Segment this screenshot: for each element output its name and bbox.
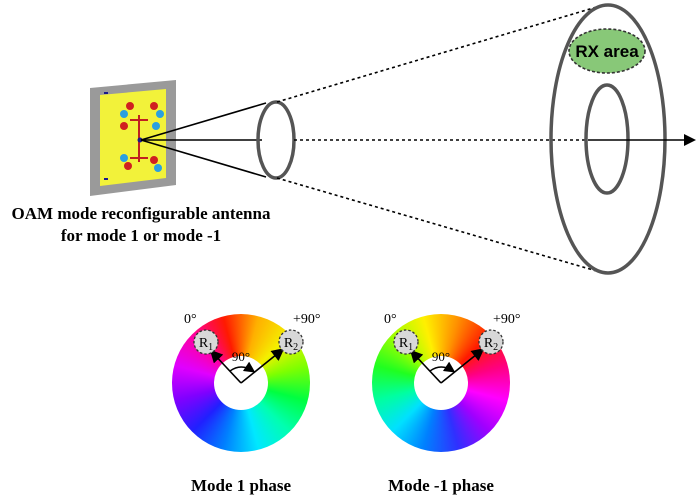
mode1-vector-r1	[209, 349, 242, 384]
mode1-annotations: 0° +90° 90° R1 R2 Mode 1 phase	[184, 312, 321, 495]
mode1-r2-sub: 2	[293, 342, 298, 353]
mode1-angle-label: 90°	[232, 349, 250, 364]
mode-1-r1-sub: 1	[408, 342, 413, 353]
mode1-r1-text: R	[199, 336, 209, 351]
beam-extension-dotted	[276, 5, 601, 273]
mode-1-angle-label: 90°	[432, 349, 450, 364]
mode-1-vector-r2	[440, 347, 485, 384]
mode1-angle-arc	[229, 361, 256, 373]
mode1-vector-r2	[240, 347, 285, 384]
antenna-caption-line2: for mode 1 or mode -1	[61, 226, 221, 245]
far-beam-ring-inner	[584, 83, 630, 195]
svg-text:R1: R1	[399, 336, 413, 353]
mode1-r2-marker	[278, 329, 304, 355]
mode-1-r2-text: R	[484, 336, 494, 351]
mode1-label-90: +90°	[293, 312, 321, 327]
antenna-board	[100, 89, 166, 186]
mode-1-r2-marker	[478, 329, 504, 355]
rx-area-label: RX area	[575, 42, 639, 61]
svg-text:R2: R2	[484, 336, 498, 353]
mode1-r2-text: R	[284, 336, 294, 351]
propagation-arrow-icon	[684, 134, 696, 146]
mode1-caption: Mode 1 phase	[191, 476, 292, 495]
beam-cone	[140, 102, 267, 178]
antenna-caption-line1: OAM mode reconfigurable antenna	[12, 204, 271, 223]
mode1-label-0: 0°	[184, 312, 197, 327]
mode-1-vector-r1	[409, 349, 442, 384]
mode-1-annotations: 0° +90° 90° R1 R2 Mode -1 phase	[384, 312, 521, 495]
rx-area	[568, 28, 646, 74]
mode1-r1-marker	[193, 329, 219, 355]
mode-1-r1-text: R	[399, 336, 409, 351]
mode-1-r1-marker	[393, 329, 419, 355]
mode-1-angle-arc	[429, 361, 456, 373]
svg-text:R2: R2	[284, 336, 298, 353]
mode-1-r2-sub: 2	[493, 342, 498, 353]
mode-1-label-0: 0°	[384, 312, 397, 327]
mode-1-label-90: +90°	[493, 312, 521, 327]
mode-1-caption: Mode -1 phase	[388, 476, 494, 495]
svg-text:R1: R1	[199, 336, 213, 353]
far-beam-ring-outer	[549, 3, 667, 275]
mode1-r1-sub: 1	[208, 342, 213, 353]
antenna-elements	[104, 92, 164, 180]
